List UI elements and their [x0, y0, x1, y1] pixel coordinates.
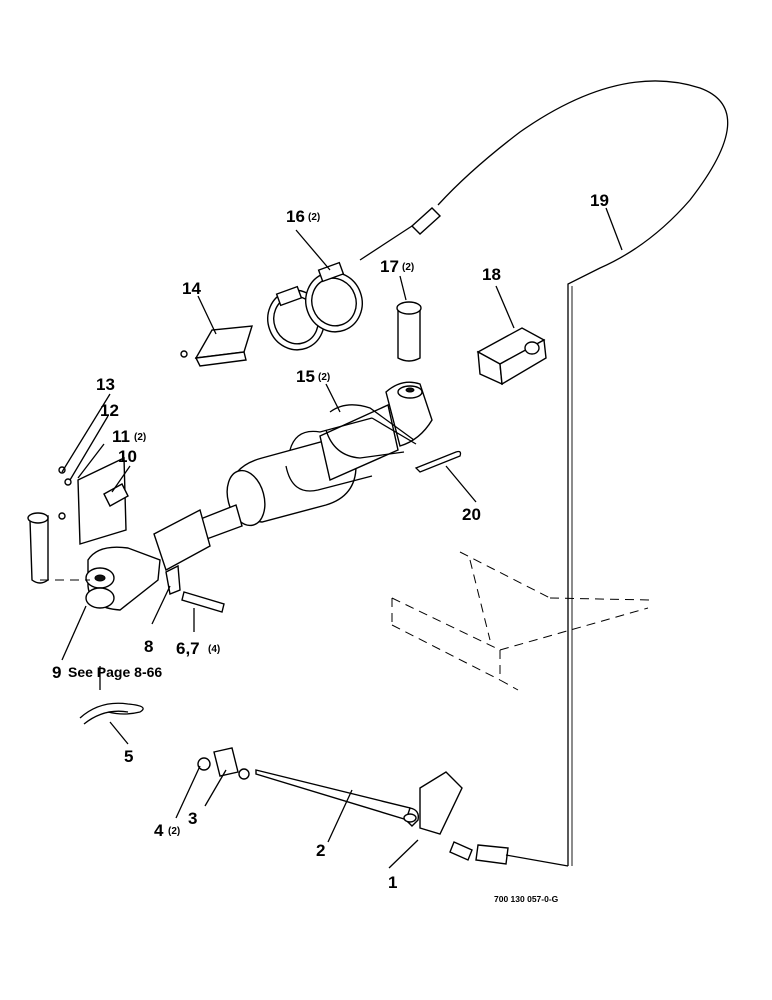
- hose-clamps-16: [267, 261, 363, 351]
- svg-text:8: 8: [144, 637, 153, 656]
- svg-text:14: 14: [182, 279, 201, 298]
- svg-text:10: 10: [118, 447, 137, 466]
- svg-text:See Page 8-66: See Page 8-66: [68, 664, 162, 680]
- svg-text:(2): (2): [318, 372, 330, 383]
- svg-text:3: 3: [188, 809, 197, 828]
- callout-4: 4 (2): [154, 821, 180, 840]
- block-18: [476, 327, 547, 386]
- svg-text:19: 19: [590, 191, 609, 210]
- svg-text:15: 15: [296, 367, 315, 386]
- svg-text:4: 4: [154, 821, 164, 840]
- callout-13: 13: [96, 375, 115, 394]
- svg-text:(2): (2): [134, 432, 146, 443]
- callout-6-7: 6,7 (4): [176, 639, 220, 658]
- svg-text:16: 16: [286, 207, 305, 226]
- callout-12: 12: [100, 401, 119, 420]
- svg-text:11: 11: [112, 427, 130, 446]
- svg-text:(4): (4): [208, 644, 220, 655]
- hydraulic-cylinder: [197, 381, 433, 541]
- callout-15: 15 (2): [296, 367, 330, 386]
- drawing-number: 700 130 057-0-G: [494, 894, 559, 904]
- svg-text:1: 1: [388, 873, 397, 892]
- control-cable: [359, 80, 729, 867]
- lever-assembly: [197, 747, 463, 835]
- callout-1: 1: [388, 873, 397, 892]
- leader-lines: [61, 207, 623, 869]
- callout-3: 3: [188, 809, 197, 828]
- svg-text:17: 17: [380, 257, 399, 276]
- frame-outline: [391, 551, 651, 691]
- pin-17: [396, 301, 422, 362]
- callout-14: 14: [182, 279, 201, 298]
- svg-text:18: 18: [482, 265, 501, 284]
- callout-20: 20: [462, 505, 481, 524]
- callout-18: 18: [482, 265, 501, 284]
- svg-text:(2): (2): [168, 826, 180, 837]
- callout-2: 2: [316, 841, 325, 860]
- callout-8: 8: [144, 637, 153, 656]
- callout-9: 9 See Page 8-66: [52, 663, 162, 682]
- u-bolt-15: [285, 404, 417, 492]
- bracket-14: [180, 325, 253, 367]
- cotter-pin-20: [414, 450, 462, 473]
- svg-text:(2): (2): [402, 262, 414, 273]
- svg-text:9: 9: [52, 663, 61, 682]
- callout-17: 17 (2): [380, 257, 414, 276]
- svg-text:5: 5: [124, 747, 133, 766]
- svg-text:20: 20: [462, 505, 481, 524]
- clevis-assembly: [27, 456, 225, 613]
- hairpin-5: [79, 702, 144, 725]
- svg-text:(2): (2): [308, 212, 320, 223]
- svg-text:2: 2: [316, 841, 325, 860]
- callout-19: 19: [590, 191, 609, 210]
- callout-11: 11 (2): [112, 427, 146, 446]
- callout-16: 16 (2): [286, 207, 320, 226]
- callout-5: 5: [124, 747, 133, 766]
- callout-10: 10: [118, 447, 137, 466]
- svg-text:13: 13: [96, 375, 115, 394]
- svg-text:6,7: 6,7: [176, 639, 200, 658]
- svg-text:12: 12: [100, 401, 119, 420]
